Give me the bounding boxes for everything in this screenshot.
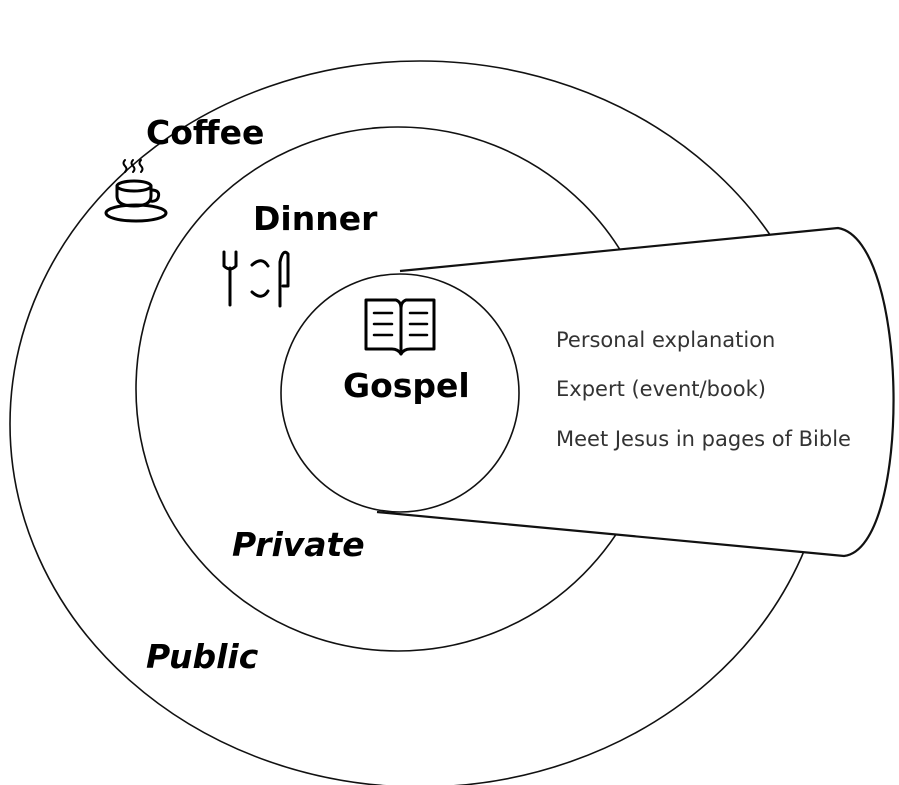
coffee-cup-icon — [104, 159, 168, 223]
open-book-icon — [364, 298, 436, 356]
callout-item-personal: Personal explanation — [556, 328, 775, 352]
private-caption: Private — [232, 525, 365, 564]
callout-item-meet-jesus: Meet Jesus in pages of Bible — [556, 427, 851, 451]
dinner-heading: Dinner — [253, 199, 378, 238]
coffee-heading: Coffee — [146, 113, 264, 152]
inner-ring-gospel — [280, 273, 520, 513]
public-caption: Public — [146, 637, 259, 676]
callout-shape — [376, 226, 895, 558]
callout-item-expert: Expert (event/book) — [556, 377, 766, 401]
gospel-heading: Gospel — [343, 366, 470, 405]
fork-plate-knife-icon — [222, 250, 290, 308]
